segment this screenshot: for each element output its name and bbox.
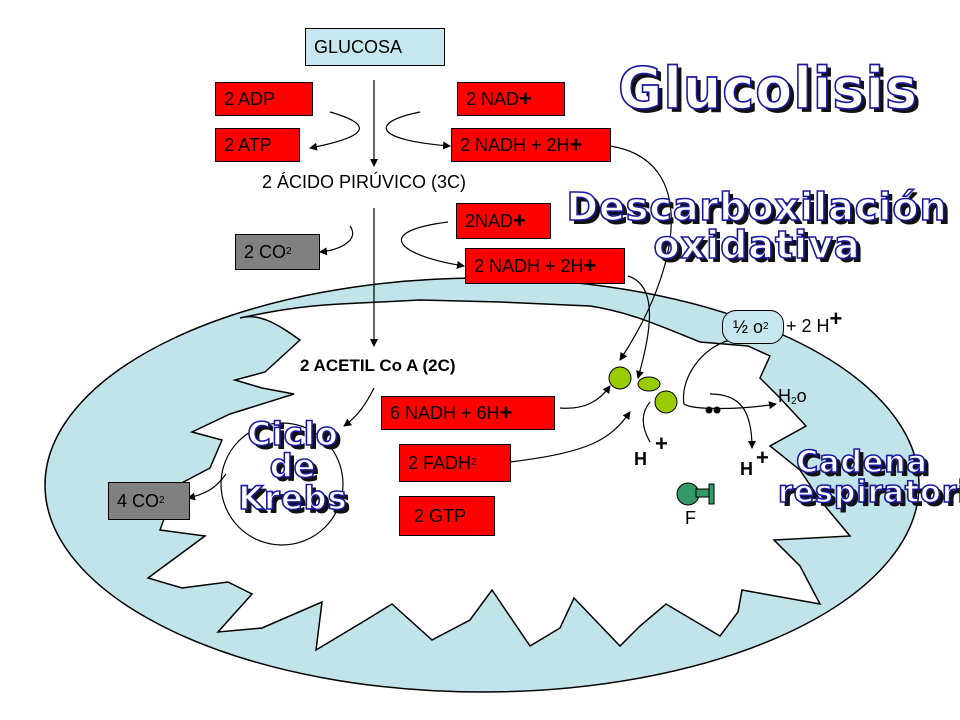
arrow-acetil-krebs	[343, 387, 375, 427]
nadh1-box: 2 NADH + 2H+	[451, 128, 611, 162]
enzyme-complex-3	[654, 390, 678, 414]
arrow-fadh-chain	[509, 411, 631, 463]
title-descarb-line2: oxidativa	[653, 223, 861, 267]
f-label: F	[685, 508, 696, 528]
proton-text: + 2 H	[786, 316, 830, 336]
title-krebs-line2: de	[269, 447, 317, 485]
arrow-oxygen-water	[682, 339, 777, 410]
proton-superscript: +	[829, 306, 843, 331]
h1-superscript: +	[655, 431, 668, 456]
title-ciclo-de-krebs: Ciclo de Krebs	[238, 415, 348, 517]
nadh3-box: 6 NADH + 6H+	[381, 396, 555, 430]
title-cadena-line2: respiratoria	[777, 475, 960, 510]
enzyme-complex-2	[637, 376, 661, 392]
nad2-box: 2NAD+	[456, 203, 551, 239]
glucosa-box: GLUCOSA	[305, 28, 445, 66]
arrow-krebs-co2	[187, 473, 227, 501]
enzyme-complex-1	[608, 366, 632, 390]
arrow-nad2-nadh2	[400, 221, 465, 269]
arrow-nadh3-chain	[559, 385, 611, 409]
title-krebs-line3: Krebs	[238, 479, 348, 517]
h2-label: H	[740, 459, 753, 479]
nadh1-label: 2 NADH + 2H	[460, 135, 570, 155]
oxygen-label: ½ o	[733, 317, 764, 337]
proton-label: + 2 H+	[786, 308, 842, 337]
co2-label: 2 CO	[244, 242, 287, 262]
krebs-cycle-circle	[220, 422, 344, 546]
water-o: o	[796, 386, 807, 406]
nad1-label: 2 NAD	[466, 89, 520, 109]
arrow-h-left	[642, 401, 651, 443]
gtp-box: 2 GTP	[399, 496, 495, 536]
title-cadena-line1: Cadena	[795, 445, 928, 480]
h-plus-left: H+	[634, 433, 668, 470]
title-descarboxilacion-oxidativa: Descarboxilación oxidativa	[562, 185, 952, 267]
piruvico-label: 2 ÁCIDO PIRÚVICO (3C)	[262, 172, 467, 192]
adp-box: 2 ADP	[215, 82, 313, 116]
arrow-adp-atp	[309, 111, 360, 151]
nad1-box: 2 NAD+	[457, 82, 565, 116]
electron-dot-2	[713, 406, 721, 414]
gtp-label: 2 GTP	[414, 506, 467, 526]
h-plus-right: H+	[740, 447, 769, 480]
title-descarb-line1: Descarboxilación	[566, 185, 948, 229]
arrow-to-co2	[319, 225, 354, 256]
arrow-nadh1-chain	[609, 145, 672, 361]
fadh-label: 2 FADH	[408, 453, 472, 473]
title-glucolisis: Glucolisis	[617, 55, 919, 122]
electron-dot-1	[705, 406, 713, 414]
h2-superscript: +	[756, 445, 769, 470]
arrow-nadh2-chain	[627, 275, 651, 379]
h1-label: H	[634, 449, 647, 469]
co2b-label: 4 CO	[117, 491, 160, 511]
nadh3-label: 6 NADH + 6H	[390, 403, 500, 423]
adp-label: 2 ADP	[224, 89, 276, 109]
water-h: H	[778, 386, 791, 406]
water-label: H2o	[778, 386, 807, 407]
atp-label: 2 ATP	[224, 135, 272, 155]
acetil-label: 2 ACETIL Co A (2C)	[300, 356, 456, 375]
arrow-h-pump	[709, 393, 756, 449]
arrow-nad-nadh	[385, 111, 451, 150]
water-subscript: 2	[791, 396, 797, 407]
atp-box: 2 ATP	[215, 128, 300, 162]
nadh2-box: 2 NADH + 2H+	[465, 248, 625, 284]
title-krebs-line1: Ciclo	[247, 415, 339, 453]
title-cadena-respiratoria: Cadena respiratoria	[777, 445, 960, 510]
nad2-label: 2NAD	[465, 211, 514, 231]
glucosa-label: GLUCOSA	[314, 37, 403, 57]
atp-synthase-base	[708, 483, 715, 505]
nadh2-label: 2 NADH + 2H	[474, 256, 584, 276]
